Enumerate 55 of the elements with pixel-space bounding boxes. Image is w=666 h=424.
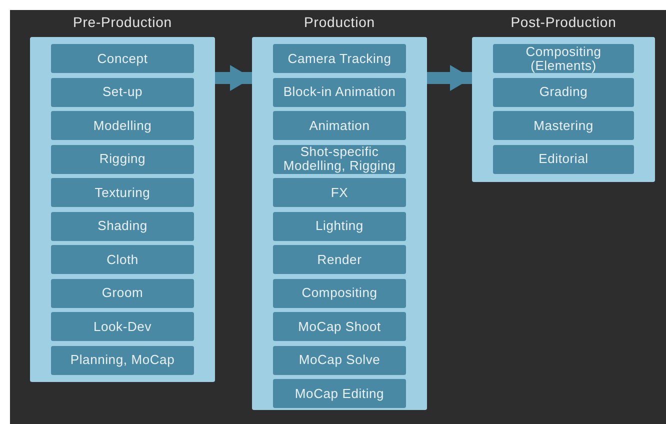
- task-label: Camera Tracking: [288, 52, 392, 66]
- task-box: [273, 245, 406, 274]
- task-box: [273, 78, 406, 106]
- task-box: [493, 111, 634, 140]
- task-box: [51, 44, 194, 73]
- task-box: [51, 178, 194, 207]
- task-label: Planning, MoCap: [70, 353, 175, 367]
- task-box: [51, 212, 194, 240]
- task-label: Render: [317, 252, 362, 266]
- task-box: [273, 178, 406, 207]
- task-label: Shot-specific Modelling, Rigging: [282, 145, 397, 173]
- task-box: [273, 144, 406, 174]
- task-box: [51, 245, 194, 274]
- task-label: Animation: [309, 118, 370, 132]
- task-label: Compositing: [302, 286, 378, 300]
- task-box: [51, 144, 194, 174]
- task-label: Concept: [97, 52, 148, 66]
- flow-arrow: [427, 65, 472, 91]
- task-label: MoCap Solve: [298, 353, 380, 367]
- task-box: [273, 312, 406, 341]
- task-box: [273, 346, 406, 374]
- task-box: [273, 111, 406, 140]
- task-box: [273, 278, 406, 308]
- task-box: [273, 44, 406, 73]
- task-label: Compositing (Elements): [524, 44, 602, 72]
- task-box: [493, 144, 634, 174]
- stage-heading: Production: [303, 14, 376, 30]
- task-label: Groom: [102, 286, 144, 300]
- task-label: Modelling: [93, 118, 152, 132]
- task-label: Shading: [98, 219, 148, 233]
- task-label: MoCap Editing: [294, 386, 384, 400]
- task-box: [493, 78, 634, 106]
- task-label: Set-up: [102, 85, 143, 99]
- task-label: FX: [330, 186, 348, 200]
- task-box: [493, 44, 634, 73]
- task-label: Look-Dev: [93, 320, 152, 334]
- stage-heading: Pre-Production: [72, 14, 173, 30]
- task-box: [51, 78, 194, 106]
- task-label: Cloth: [106, 252, 138, 266]
- task-box: [273, 212, 406, 240]
- task-label: Block-in Animation: [283, 85, 396, 99]
- task-box: [273, 379, 406, 408]
- task-label: Rigging: [99, 152, 146, 166]
- task-label: Grading: [539, 85, 588, 99]
- task-box: [51, 278, 194, 308]
- task-label: Editorial: [538, 152, 588, 166]
- flow-arrow: [215, 65, 252, 91]
- task-box: [51, 111, 194, 140]
- stage-heading: Post-Production: [510, 14, 618, 30]
- task-label: Lighting: [316, 219, 364, 233]
- task-box: [51, 346, 194, 374]
- task-box: [51, 312, 194, 341]
- task-label: MoCap Shoot: [298, 320, 381, 334]
- task-label: Mastering: [534, 118, 594, 132]
- task-label: Texturing: [94, 186, 150, 200]
